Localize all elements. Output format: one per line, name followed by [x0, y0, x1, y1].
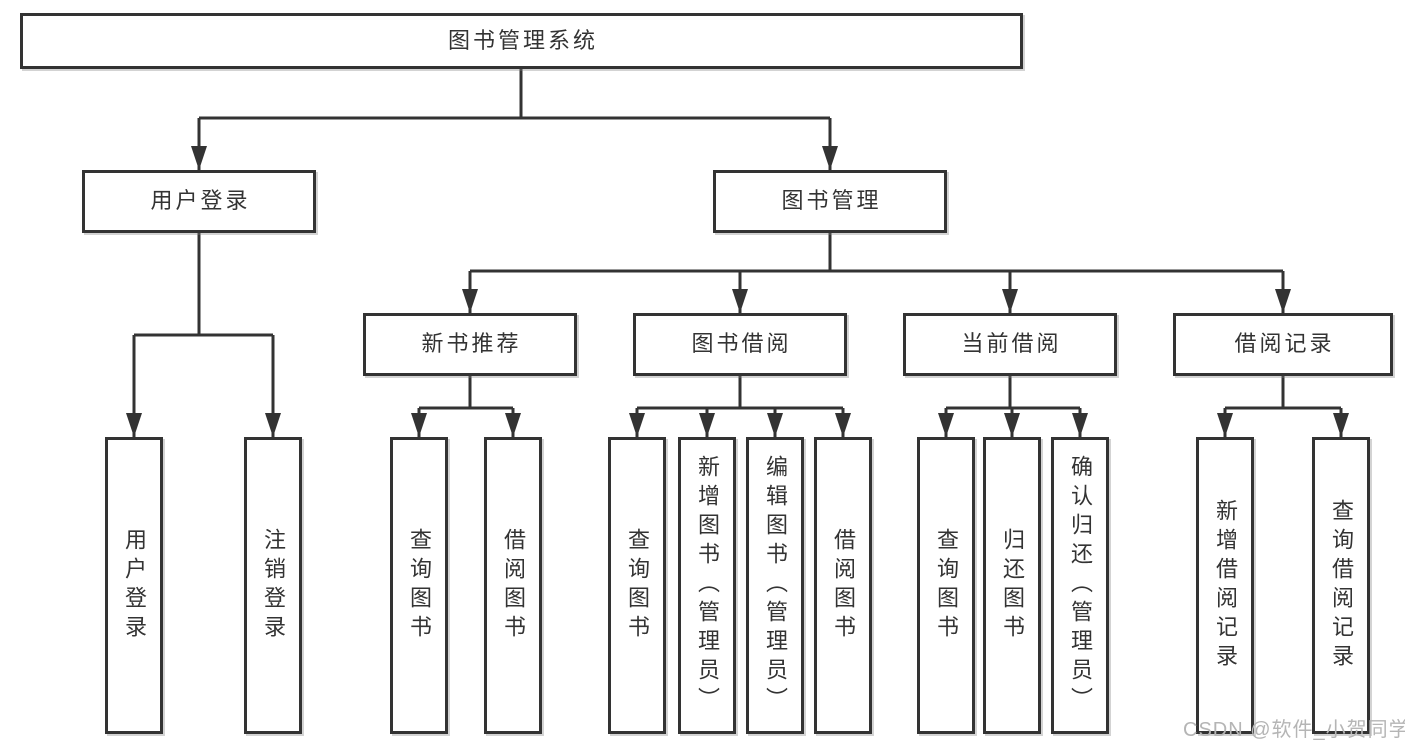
node-label: 查询图书 [625, 527, 650, 644]
node-label: 图书管理系统 [447, 27, 598, 53]
node-book-management: 图书管理 [713, 170, 947, 233]
leaf-query-books-current: 查询图书 [917, 437, 975, 734]
node-library-management-system: 图书管理系统 [20, 13, 1023, 69]
leaf-confirm-return-admin: 确认归还（管理员） [1051, 437, 1109, 734]
node-current-borrowing: 当前借阅 [903, 313, 1117, 376]
node-label: 新书推荐 [421, 331, 522, 357]
leaf-user-login: 用户登录 [105, 437, 163, 734]
node-label: 借阅记录 [1234, 331, 1335, 357]
node-user-login: 用户登录 [82, 170, 316, 233]
leaf-add-borrow-record: 新增借阅记录 [1196, 437, 1254, 734]
node-label: 借阅图书 [831, 527, 856, 644]
node-label: 新增借阅记录 [1213, 498, 1238, 673]
node-label: 归还图书 [1000, 527, 1025, 644]
leaf-edit-book-admin: 编辑图书（管理员） [746, 437, 804, 734]
leaf-borrow-books-recommend: 借阅图书 [484, 437, 542, 734]
node-label: 编辑图书（管理员） [763, 455, 788, 716]
node-label: 确认归还（管理员） [1068, 455, 1093, 716]
node-label: 查询借阅记录 [1329, 498, 1354, 673]
leaf-return-books: 归还图书 [983, 437, 1041, 734]
node-label: 当前借阅 [961, 331, 1062, 357]
node-label: 图书管理 [781, 188, 882, 214]
node-label: 借阅图书 [501, 527, 526, 644]
csdn-watermark: CSDN @软件_小贺同学 [1183, 719, 1405, 741]
leaf-borrow-books: 借阅图书 [814, 437, 872, 734]
leaf-query-books-borrowing: 查询图书 [608, 437, 666, 734]
node-label: 新增图书（管理员） [695, 455, 720, 716]
leaf-query-borrow-record: 查询借阅记录 [1312, 437, 1370, 734]
node-book-borrowing: 图书借阅 [633, 313, 847, 376]
node-label: 注销登录 [261, 527, 286, 644]
node-label: 用户登录 [122, 527, 147, 644]
node-label: 用户登录 [150, 188, 251, 214]
leaf-add-book-admin: 新增图书（管理员） [678, 437, 736, 734]
leaf-query-books-recommend: 查询图书 [390, 437, 448, 734]
node-new-book-recommendation: 新书推荐 [363, 313, 577, 376]
node-label: 查询图书 [934, 527, 959, 644]
node-label: 查询图书 [407, 527, 432, 644]
node-borrowing-records: 借阅记录 [1173, 313, 1393, 376]
node-label: 图书借阅 [691, 331, 792, 357]
leaf-logout: 注销登录 [244, 437, 302, 734]
